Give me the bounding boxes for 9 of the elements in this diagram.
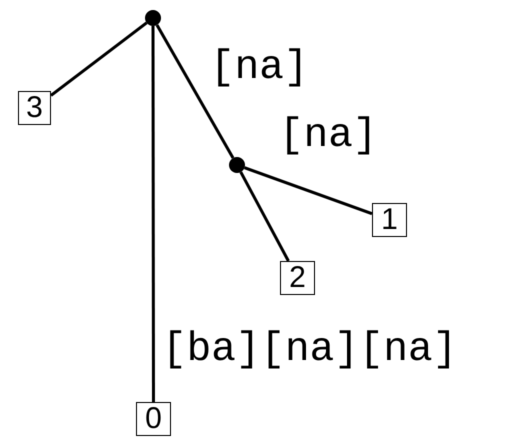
connector-line <box>239 171 290 262</box>
leaf-box: 2 <box>280 261 315 295</box>
connector-line <box>244 166 372 216</box>
leaf-box: 0 <box>136 402 171 436</box>
connector-line <box>152 26 155 402</box>
connector-line <box>156 24 234 159</box>
leaf-box: 1 <box>372 203 407 237</box>
leaf-box: 3 <box>18 91 51 125</box>
connector-line <box>50 22 148 97</box>
